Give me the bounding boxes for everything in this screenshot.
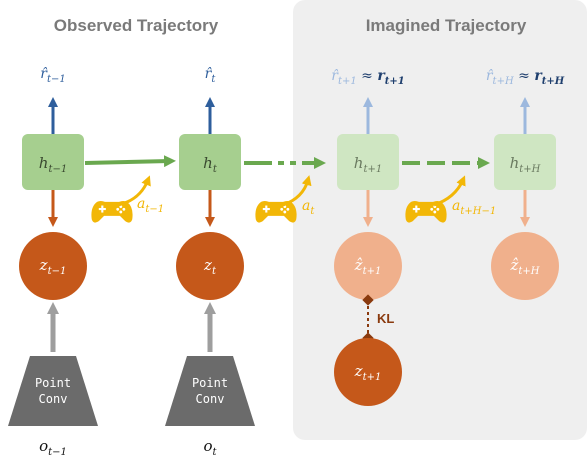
transition-arrow-observed	[84, 155, 176, 168]
gamepad-icon-t-1	[91, 200, 133, 223]
latent-circle-z-t	[176, 232, 244, 300]
encoder-label-t-line2: Conv	[196, 392, 225, 406]
imagined-header: Imagined Trajectory	[366, 16, 527, 35]
encoder-trapezoid-t	[165, 356, 255, 426]
kl-label: KL	[377, 311, 394, 326]
action-arrow-t-1	[117, 175, 151, 207]
action-arrow-t+H-1	[433, 175, 466, 207]
observed-header: Observed Trajectory	[54, 16, 219, 35]
observation-label-t-1: ot−1	[39, 437, 67, 458]
reward-compare-t+1: r̂t+1 ≈ rt+1	[331, 68, 404, 87]
encoder-label-t-line1: Point	[192, 376, 228, 390]
encoder-label-t-1-line1: Point	[35, 376, 71, 390]
gamepad-icon-t	[255, 200, 297, 223]
state-box-h-t+1	[337, 134, 399, 190]
latent-circle-z-t+1	[334, 338, 402, 406]
kl-diamond-top	[362, 294, 374, 306]
latent-circle-z-t-1	[19, 232, 87, 300]
observation-label-t: ot	[203, 437, 217, 458]
reward-pred-t: r̂t	[205, 66, 217, 85]
state-box-h-t	[179, 134, 241, 190]
state-box-h-t+H	[494, 134, 556, 190]
reward-pred-t-1: r̂t−1	[40, 66, 65, 85]
encoder-label-t-1-line2: Conv	[39, 392, 68, 406]
action-arrow-t	[282, 175, 312, 207]
action-label-t-1: at−1	[137, 196, 164, 215]
encoder-trapezoid-t-1	[8, 356, 98, 426]
state-box-h-t-1	[22, 134, 84, 190]
latent-circle-zhat-t+H	[491, 232, 559, 300]
latent-circle-zhat-t+1	[334, 232, 402, 300]
reward-compare-t+H: r̂t+H ≈ rt+H	[486, 68, 565, 87]
